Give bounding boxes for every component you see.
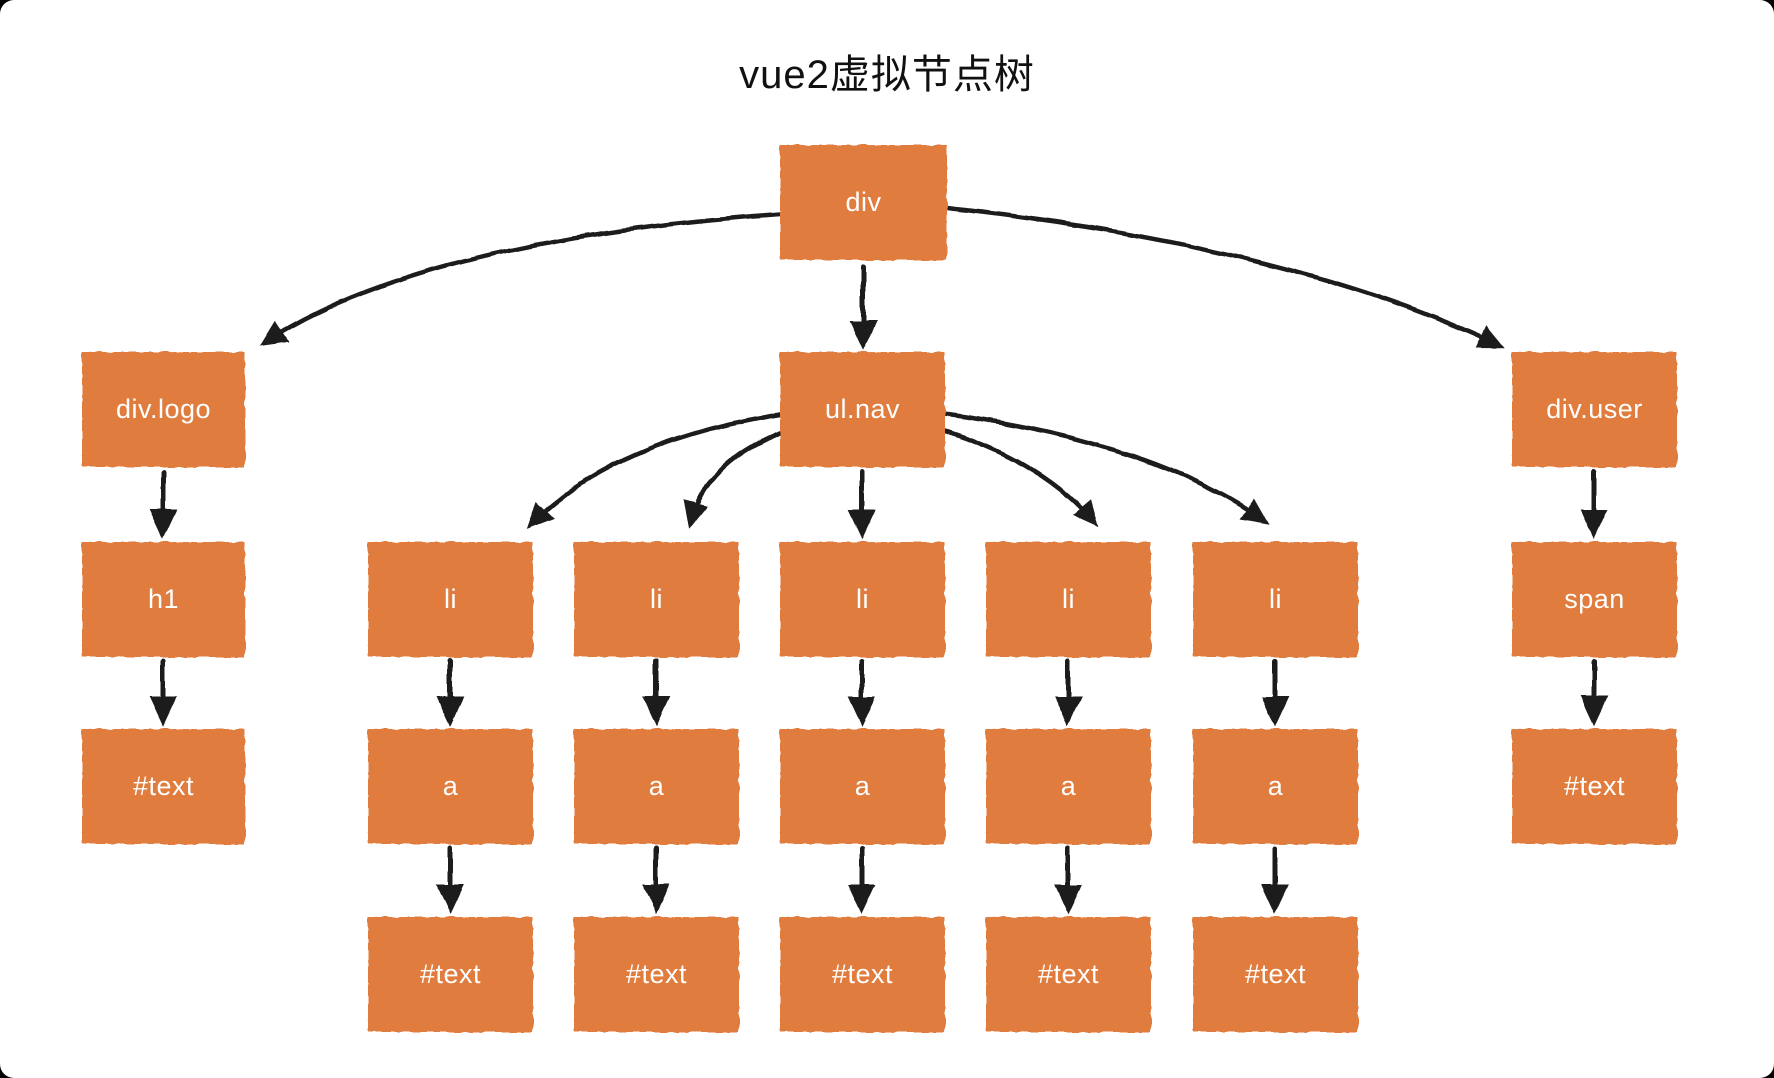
node-a-1: a bbox=[368, 729, 533, 844]
node-div-user: div.user bbox=[1512, 352, 1677, 467]
node-div-logo: div.logo bbox=[82, 352, 245, 467]
node-ul-nav-label: ul.nav bbox=[824, 394, 901, 424]
node-a-2: a bbox=[574, 729, 739, 844]
node-a-5-label: a bbox=[1267, 771, 1284, 801]
node-li-4: li bbox=[986, 542, 1151, 657]
node-text-1-label: #text bbox=[419, 959, 482, 989]
edge-ul-nav-to-li-2 bbox=[683, 430, 783, 530]
node-a-3-label: a bbox=[854, 771, 871, 801]
node-text-3: #text bbox=[780, 917, 945, 1032]
node-text-2: #text bbox=[574, 917, 739, 1032]
node-a-1-label: a bbox=[442, 771, 459, 801]
node-span-label: span bbox=[1564, 584, 1625, 614]
node-a-2-label: a bbox=[648, 771, 665, 801]
node-li-5: li bbox=[1193, 542, 1358, 657]
edge-div-to-div-logo bbox=[259, 211, 783, 347]
node-a-3: a bbox=[780, 729, 945, 844]
node-logo-text-label: #text bbox=[132, 771, 195, 801]
node-div-logo-label: div.logo bbox=[115, 394, 212, 424]
diagram-title: vue2虚拟节点树 bbox=[739, 53, 1035, 97]
edge-ul-nav-to-li-1 bbox=[526, 411, 783, 530]
node-div: div bbox=[780, 145, 947, 260]
node-span: span bbox=[1512, 542, 1677, 657]
node-a-4: a bbox=[986, 729, 1151, 844]
node-ul-nav: ul.nav bbox=[780, 352, 945, 467]
node-a-5: a bbox=[1193, 729, 1358, 844]
node-text-4-label: #text bbox=[1037, 959, 1100, 989]
node-text-5: #text bbox=[1193, 917, 1358, 1032]
node-text-3-label: #text bbox=[831, 959, 894, 989]
node-li-5-label: li bbox=[1269, 584, 1282, 614]
node-text-2-label: #text bbox=[625, 959, 688, 989]
node-li-3-label: li bbox=[856, 584, 869, 614]
node-user-text-label: #text bbox=[1563, 771, 1626, 801]
edge-ul-nav-to-li-4 bbox=[942, 428, 1099, 528]
node-li-4-label: li bbox=[1062, 584, 1075, 614]
edge-div-to-div-user bbox=[944, 205, 1505, 349]
node-div-label: div bbox=[845, 187, 882, 217]
node-logo-text: #text bbox=[82, 729, 245, 844]
node-text-1: #text bbox=[368, 917, 533, 1032]
node-div-user-label: div.user bbox=[1546, 394, 1643, 424]
node-h1-label: h1 bbox=[147, 584, 180, 614]
node-li-3: li bbox=[780, 542, 945, 657]
node-li-1: li bbox=[368, 542, 533, 657]
node-li-1-label: li bbox=[444, 584, 457, 614]
node-user-text: #text bbox=[1512, 729, 1677, 844]
node-text-4: #text bbox=[986, 917, 1151, 1032]
node-a-4-label: a bbox=[1060, 771, 1077, 801]
node-li-2: li bbox=[574, 542, 739, 657]
edge-ul-nav-to-li-5 bbox=[942, 411, 1270, 525]
node-h1: h1 bbox=[82, 542, 245, 657]
node-text-5-label: #text bbox=[1244, 959, 1307, 989]
node-li-2-label: li bbox=[650, 584, 663, 614]
